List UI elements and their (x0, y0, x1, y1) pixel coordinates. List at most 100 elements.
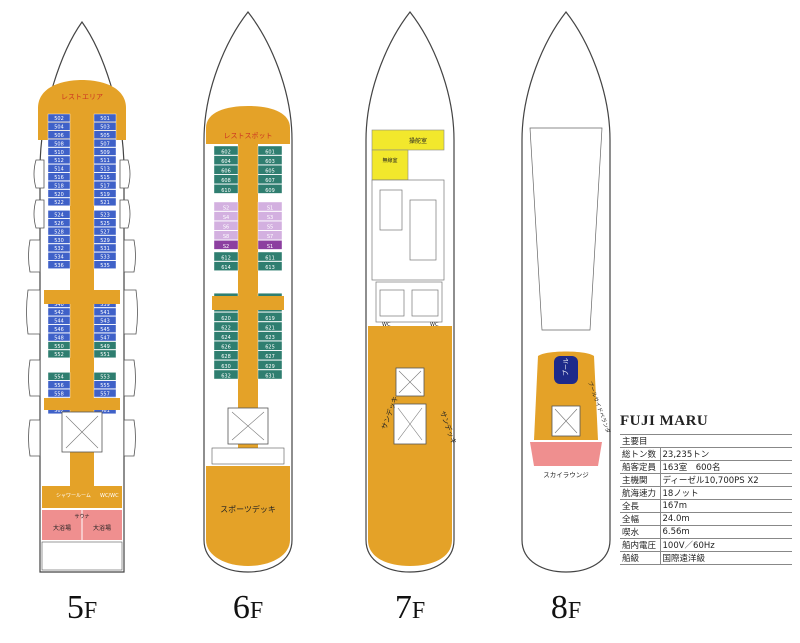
boats-5f-left (26, 159, 45, 457)
shower-5f-label: シャワールーム (56, 493, 91, 499)
cabin (47, 210, 71, 219)
cabin-number: 557 (100, 391, 110, 397)
cabin-number: 517 (100, 183, 110, 189)
cabin (93, 180, 117, 190)
boats-5f-right (119, 159, 138, 457)
cabin-number: 612 (221, 255, 231, 261)
skylounge-8f-label: スカイラウンジ (543, 471, 589, 479)
cabin-number: 536 (54, 263, 64, 269)
cabin-number: 519 (100, 192, 110, 198)
specs-title: FUJI MARU (620, 413, 709, 429)
cabin (93, 130, 117, 139)
cabin-number: 502 (54, 116, 64, 122)
sauna-5f-label: サウナ (74, 513, 89, 520)
cabin (213, 164, 239, 175)
cabin-number: 530 (54, 238, 64, 244)
cabin (257, 261, 283, 271)
wc-7f-right: WC (430, 322, 439, 328)
cabin (93, 113, 117, 123)
cabin-number: 555 (100, 383, 110, 389)
cabin (93, 252, 117, 261)
specs-header-row: 主要目 (620, 434, 792, 448)
cabin (213, 145, 239, 156)
cabin (257, 341, 283, 351)
poolside-8f (534, 351, 598, 440)
cabin (93, 197, 117, 207)
cabin (257, 312, 283, 322)
cabin (47, 138, 71, 148)
cabin-number: 550 (54, 344, 64, 350)
cabin (47, 380, 71, 389)
cabin-number: 524 (54, 213, 64, 219)
cabin-number: 508 (54, 141, 64, 147)
aft-stair-6f (211, 447, 285, 465)
radio-room-7f-label: 無線室 (382, 157, 397, 164)
cabin-number: 601 (265, 149, 275, 155)
spec-key: 全幅 (620, 512, 661, 526)
cabin-number: 504 (54, 125, 64, 131)
cabin (93, 218, 117, 227)
cabin-number: S6 (223, 225, 229, 231)
cabin (93, 172, 117, 181)
radio-room-7f (371, 149, 409, 181)
cabins-6f-right: 601603605607609S1S3S5S7S1611613615617619… (257, 145, 283, 380)
cabin (47, 324, 71, 333)
cabin (47, 197, 71, 207)
cabin (47, 226, 71, 236)
wc-7f-left: WC (382, 322, 391, 328)
cabin-number: 533 (100, 255, 110, 261)
cabin (47, 189, 71, 198)
cabin (213, 360, 239, 370)
cabin-number: 631 (265, 373, 275, 379)
cabin-number: 529 (100, 238, 110, 244)
cabin (47, 333, 71, 342)
cabin (213, 211, 239, 221)
cabin (213, 220, 239, 231)
deck-7f: 操舵室 無線室 WC WC サンデッキ サンデッキ (365, 11, 459, 573)
spec-key: 船級 (620, 551, 661, 565)
cabin-number: 542 (54, 310, 64, 316)
cabin (93, 341, 117, 350)
cabin-number: 525 (100, 221, 110, 227)
cabin-number: 625 (265, 345, 275, 351)
spec-key: 喫水 (620, 525, 661, 539)
cabin (257, 369, 283, 380)
cabin-number: 613 (265, 265, 275, 271)
bath-5f-label-b: 大浴場 (93, 524, 111, 532)
cabin (93, 372, 117, 381)
skylounge-8f (530, 442, 602, 466)
cabin-number: 604 (221, 159, 231, 165)
cabin-number: S8 (223, 234, 229, 240)
hull-8f (521, 11, 611, 573)
cabin-number: S7 (267, 234, 273, 240)
cabin-number: S2 (223, 244, 229, 250)
cabins-6f-left: 602604606608610S2S4S6S8S2612614616618620… (213, 145, 239, 380)
cabin-number: 549 (100, 344, 110, 350)
cabin-number: S1 (267, 244, 273, 250)
cabin-number: 516 (54, 175, 64, 181)
cabin (47, 180, 71, 190)
cabin-number: 534 (54, 255, 64, 261)
cabin (93, 164, 117, 173)
cabin-number: 606 (221, 169, 231, 175)
cabin-number: 607 (265, 178, 275, 184)
cabin (47, 341, 71, 350)
cabin-number: 513 (100, 167, 110, 173)
floor-label-5f: 5F (66, 589, 98, 626)
cabin-number: 621 (265, 325, 275, 331)
cabin-number: 623 (265, 335, 275, 341)
cabin-number: 503 (100, 125, 110, 131)
cabin-number: 518 (54, 183, 64, 189)
pool-8f-label: プール (563, 358, 570, 376)
spec-row: 船級国際遠洋級 (620, 551, 792, 565)
spec-key: 航海速力 (620, 486, 661, 500)
cabin (213, 369, 239, 380)
floor-label-6f: 6F (232, 589, 264, 626)
sundeck-7f (368, 326, 452, 566)
cabin-number: 628 (221, 354, 231, 360)
cabin-number: 539 (100, 302, 110, 308)
spec-value: 167m (660, 499, 792, 513)
